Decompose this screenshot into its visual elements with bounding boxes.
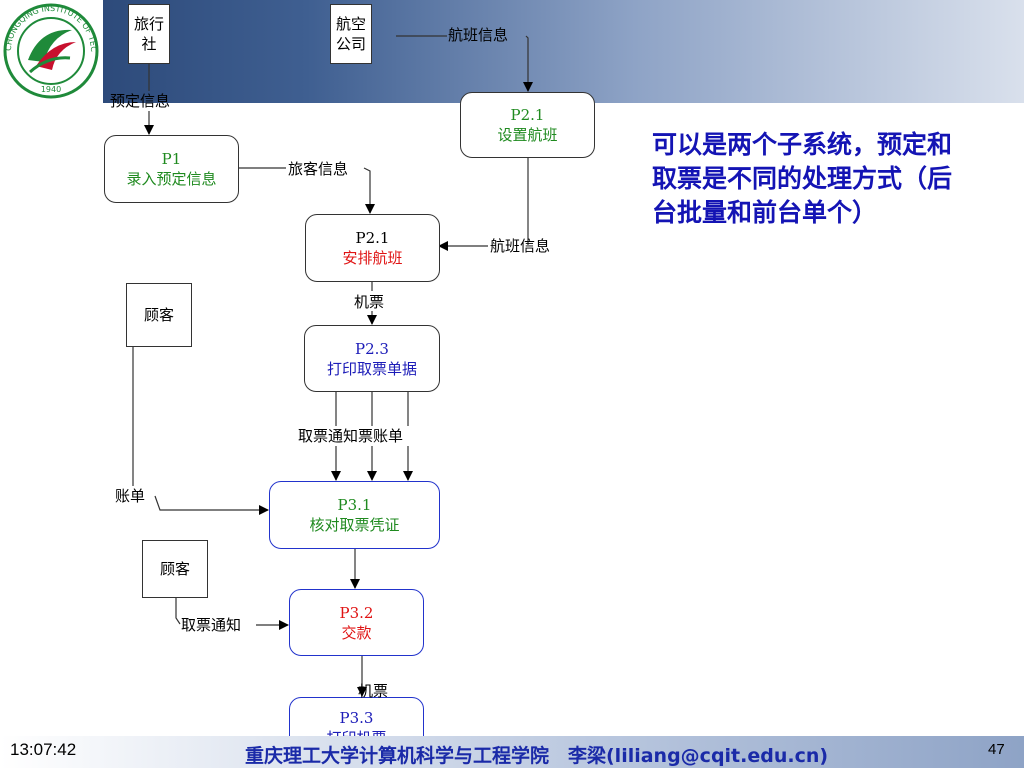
process-p21-setup-name: 设置航班 [497,126,558,144]
flow-label-bill: 账单 [115,487,146,505]
process-p21-arrange-name: 安排航班 [342,249,403,267]
logo-year: 1940 [41,85,61,94]
entity-airline-label: 航空公司 [335,15,366,53]
process-p33-id: P3.3 [339,709,374,727]
flow-label-flight-info-1: 航班信息 [448,26,509,44]
process-p21-setup: P2.1 设置航班 [460,92,595,158]
process-p31-id: P3.1 [337,496,372,514]
process-p31: P3.1 核对取票凭证 [269,481,440,549]
entity-customer-1-label: 顾客 [143,306,174,324]
process-p23: P2.3 打印取票单据 [304,325,440,392]
entity-travel-agency-label: 旅行社 [133,15,164,53]
logo-emblem-icon: CHONGQING INSTITUTE OF TECHNOLOGY 1940 [0,0,99,99]
footer-band [0,736,1024,768]
process-p23-name: 打印取票单据 [326,359,417,378]
flow-label-flight-info-2: 航班信息 [490,237,551,255]
process-p21-setup-id: P2.1 [510,106,545,124]
process-p1: P1 录入预定信息 [104,135,239,203]
flow-line-passenger-b [363,167,375,214]
entity-travel-agency: 旅行社 [128,4,170,64]
process-p32-name: 交款 [341,623,372,642]
flow-label-ticket-2: 机票 [358,682,389,700]
footer-title: 重庆理工大学计算机科学与工程学院 李梁(liliang@cqit.edu.cn) [245,745,829,767]
entity-customer-2-label: 顾客 [159,560,190,578]
process-p23-id: P2.3 [355,339,389,358]
flow-line-flight-1b [523,35,533,92]
flow-label-pickup-ticket-bill: 取票通知票账单 [298,427,404,445]
flow-label-pickup-notice: 取票通知 [181,616,242,634]
flow-line-customer-bill-b [154,495,269,515]
page-number: 47 [988,741,1005,758]
flow-line-customer-notice-a [175,596,181,625]
process-p1-id: P1 [161,150,182,168]
entity-customer-1: 顾客 [126,283,192,347]
school-logo: CHONGQING INSTITUTE OF TECHNOLOGY 1940 [0,0,103,103]
header-band [0,0,1024,103]
flow-label-passenger-info: 旅客信息 [288,160,349,178]
process-p1-name: 录入预定信息 [126,170,217,188]
flow-label-ticket-1: 机票 [354,293,385,311]
entity-customer-2: 顾客 [142,540,208,598]
entity-airline: 航空公司 [330,4,372,64]
footer-time: 13:07:42 [10,740,77,759]
process-p31-name: 核对取票凭证 [309,516,400,534]
process-p32-id: P3.2 [339,603,374,622]
flow-label-booking-info: 预定信息 [110,92,171,110]
process-p21-arrange: P2.1 安排航班 [305,214,440,282]
process-p32: P3.2 交款 [289,589,424,656]
process-p21-arrange-id: P2.1 [355,229,390,247]
annotation-note: 可以是两个子系统，预定和取票是不同的处理方式（后台批量和前台单个） [652,130,953,227]
